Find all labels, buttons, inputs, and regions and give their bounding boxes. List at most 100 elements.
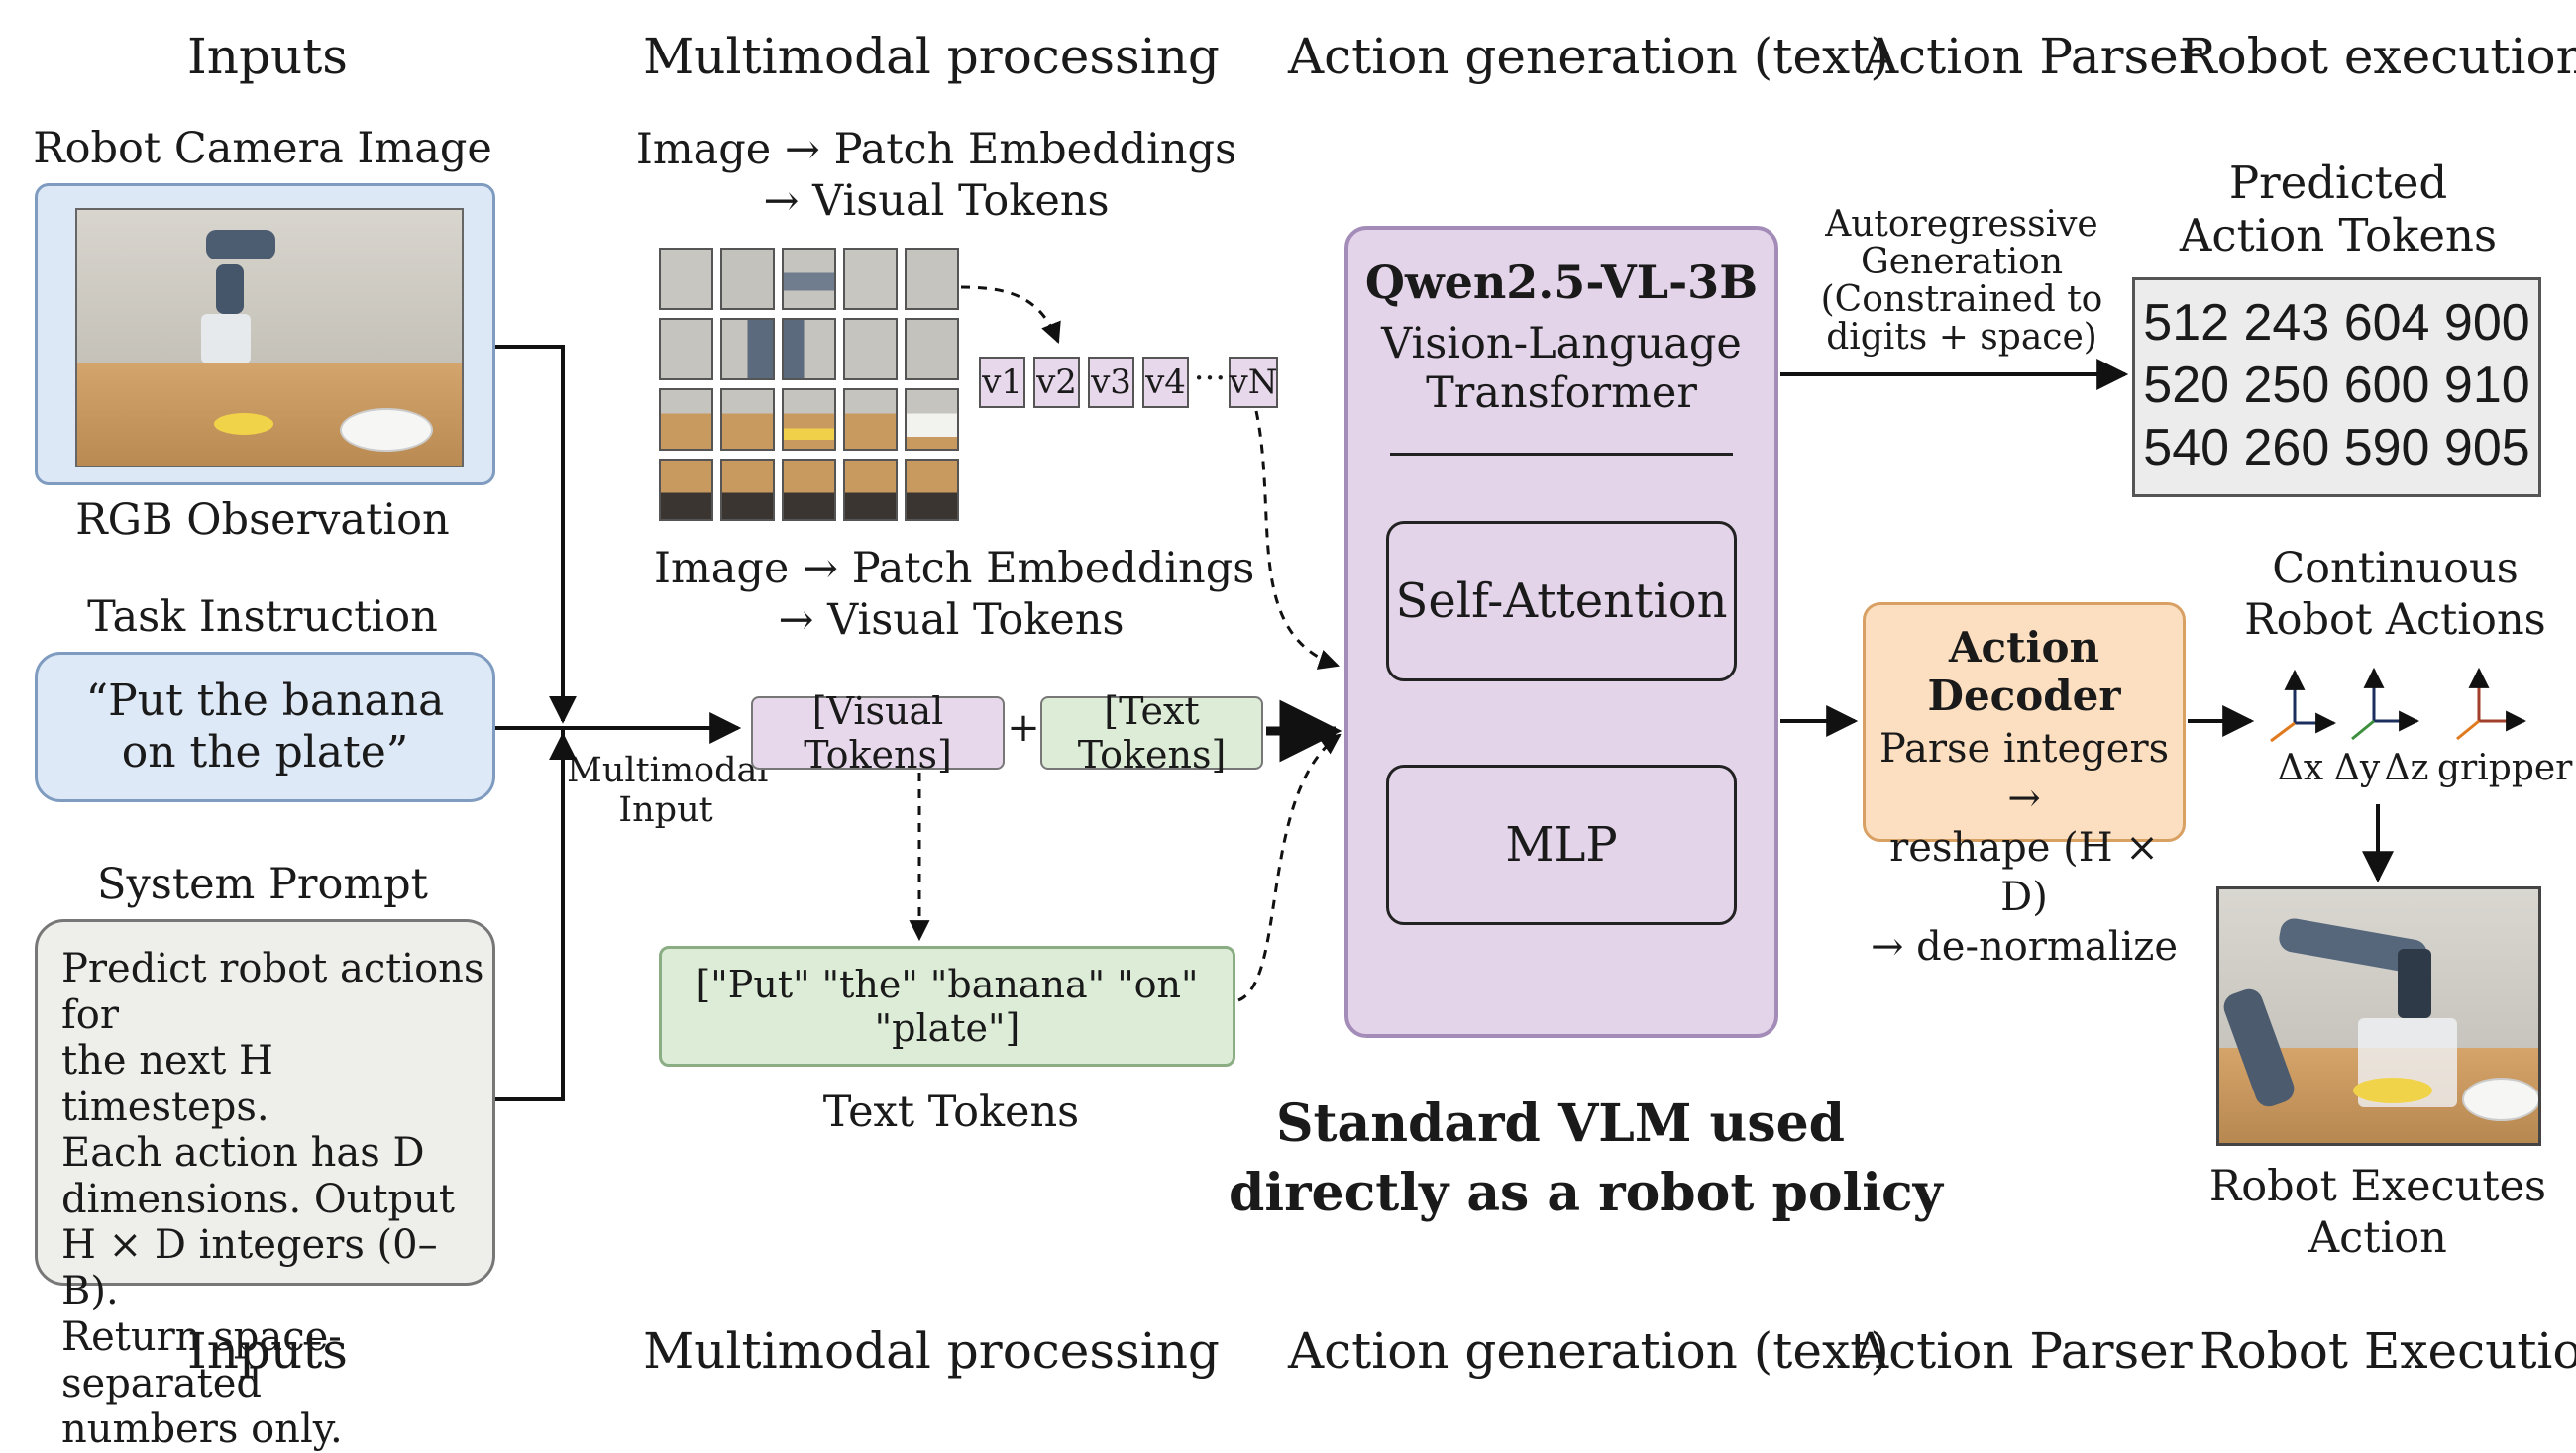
- model-subtitle-line2: Transformer: [1426, 368, 1697, 418]
- plate-icon: [340, 408, 433, 452]
- autoregressive-line4: digits + space): [1826, 317, 2097, 358]
- plus-sign: +: [1007, 705, 1040, 751]
- image-patch: [720, 248, 775, 310]
- prompt-line-1: Predict robot actions for: [61, 946, 484, 1038]
- camera-image-caption: RGB Observation: [75, 495, 450, 545]
- mlp-block: MLP: [1386, 765, 1737, 925]
- footer-inputs: Inputs: [187, 1322, 348, 1380]
- patch-embeddings-caption: Image → Patch Embeddings → Visual Tokens: [654, 543, 1255, 646]
- image-patch: [843, 459, 898, 521]
- patch-title-line2: → Visual Tokens: [763, 176, 1110, 226]
- prompt-line-2: the next H timesteps.: [61, 1038, 273, 1130]
- prompt-line-3: Each action has D: [61, 1130, 425, 1176]
- input-merge-lines: [495, 345, 742, 1101]
- image-patch: [659, 318, 713, 380]
- autoregressive-label: Autoregressive Generation (Constrained t…: [1803, 206, 2120, 357]
- visual-tokens-box: [Visual Tokens]: [751, 689, 1005, 777]
- tokenized-text-box: ["Put" "the" "banana" "on" "plate"]: [659, 946, 1235, 1067]
- prompt-line-4: dimensions. Output: [61, 1176, 455, 1222]
- visual-token-ellipsis: ···: [1193, 359, 1227, 398]
- predicted-tokens-box: 512 243 604 900 520 250 600 910 540 260 …: [2132, 277, 2541, 497]
- header-action-generation: Action generation (text): [1288, 28, 1889, 85]
- image-patch: [659, 388, 713, 451]
- self-attention-block: Self-Attention: [1386, 521, 1737, 681]
- visual-token-v3: v3: [1088, 357, 1134, 408]
- dy-axis-icon: [2351, 667, 2420, 741]
- dx-axis-icon: [2270, 669, 2337, 743]
- image-patch: [843, 318, 898, 380]
- camera-image: [75, 208, 464, 467]
- connector-arrows: [495, 285, 2527, 1101]
- header-multimodal-processing: Multimodal processing: [643, 28, 1220, 85]
- footer-robot-execution: Robot Execution: [2200, 1322, 2576, 1380]
- decoder-line-2: reshape (H × D): [1889, 825, 2159, 920]
- text-to-model-arrow: [1237, 733, 1342, 1002]
- image-patch: [843, 388, 898, 451]
- banana-icon: [214, 413, 273, 435]
- multimodal-input-line1: Multimodal: [567, 751, 769, 790]
- patch-title-line1: Image → Patch Embeddings: [635, 125, 1237, 174]
- autoregressive-line2: Generation: [1860, 242, 2064, 282]
- image-patch: [782, 318, 836, 380]
- robot-execution-image: [2216, 886, 2541, 1146]
- task-instruction-title: Task Instruction: [87, 592, 438, 642]
- patch-caption-line1: Image → Patch Embeddings: [654, 544, 1255, 593]
- robot-executes-caption: Robot Executes Action: [2200, 1161, 2556, 1264]
- model-caption-line1: Standard VLM used: [1275, 1093, 1846, 1154]
- task-instruction-box: “Put the banana on the plate”: [35, 652, 495, 802]
- predicted-row-1: 512 243 604 900: [2143, 294, 2530, 352]
- gripper-axis-icon: [2456, 667, 2527, 741]
- executes-caption-line1: Robot Executes: [2208, 1162, 2547, 1211]
- executes-caption-line2: Action: [2308, 1213, 2447, 1263]
- model-subtitle: Vision-Language Transformer: [1348, 319, 1774, 418]
- text-tokens-box: [Text Tokens]: [1040, 689, 1263, 777]
- model-divider: [1390, 453, 1733, 456]
- visual-token-v4: v4: [1142, 357, 1189, 408]
- visual-token-vn: vN: [1229, 357, 1278, 408]
- predicted-row-3: 540 260 590 905: [2143, 419, 2530, 476]
- image-patch: [782, 248, 836, 310]
- action-decoder-box: Action Decoder Parse integers → reshape …: [1863, 602, 2186, 970]
- patch-caption-line2: → Visual Tokens: [778, 595, 1125, 645]
- image-patch: [720, 388, 775, 451]
- model-name: Qwen2.5-VL-3B: [1364, 256, 1759, 309]
- image-patch: [782, 388, 836, 451]
- image-patch: [720, 318, 775, 380]
- axis-label-dz: Δz: [2384, 748, 2429, 788]
- decoder-title: Action Decoder: [1927, 623, 2121, 720]
- axis-label-dy: Δy: [2333, 748, 2381, 788]
- prompt-line-6: Return space-separated: [61, 1314, 342, 1406]
- image-patch-grid: [659, 248, 961, 525]
- image-patch: [905, 459, 959, 521]
- model-caption-line2: directly as a robot policy: [1229, 1163, 1943, 1223]
- axis-label-dx: Δx: [2277, 748, 2324, 788]
- decoder-line-1: Parse integers →: [1878, 726, 2170, 821]
- patch-to-tokens-arrow: [960, 285, 1061, 344]
- image-patch: [659, 459, 713, 521]
- visual-token-v1: v1: [979, 357, 1025, 408]
- predicted-title-line2: Action Tokens: [2179, 209, 2498, 261]
- continuous-actions-title: Continuous Robot Actions: [2229, 543, 2561, 646]
- robot-arm-icon: [216, 264, 244, 314]
- camera-image-title: Robot Camera Image: [33, 124, 492, 173]
- image-patch: [720, 459, 775, 521]
- text-tokens-caption: Text Tokens: [822, 1088, 1080, 1137]
- autoregressive-line1: Autoregressive: [1825, 204, 2098, 245]
- task-text-line1: “Put the banana: [85, 675, 445, 726]
- plate-icon: [2462, 1078, 2538, 1121]
- predicted-row-2: 520 250 600 910: [2143, 357, 2530, 414]
- banana-icon: [2353, 1078, 2432, 1103]
- model-subtitle-line1: Vision-Language: [1381, 319, 1742, 368]
- prompt-line-7: numbers only.: [61, 1406, 343, 1452]
- model-caption: Standard VLM used directly as a robot po…: [1229, 1090, 1943, 1228]
- header-action-parser: Action Parser: [1863, 28, 2202, 85]
- image-patch: [905, 248, 959, 310]
- system-prompt-title: System Prompt: [97, 860, 428, 909]
- task-text-line2: on the plate”: [121, 727, 409, 778]
- footer-action-parser: Action Parser: [1853, 1322, 2193, 1380]
- predicted-title-line1: Predicted: [2228, 156, 2448, 209]
- prompt-line-5: H × D integers (0–B).: [61, 1222, 438, 1314]
- footer-multimodal-processing: Multimodal processing: [643, 1322, 1220, 1380]
- footer-action-generation: Action generation (text): [1288, 1322, 1889, 1380]
- image-patch: [659, 248, 713, 310]
